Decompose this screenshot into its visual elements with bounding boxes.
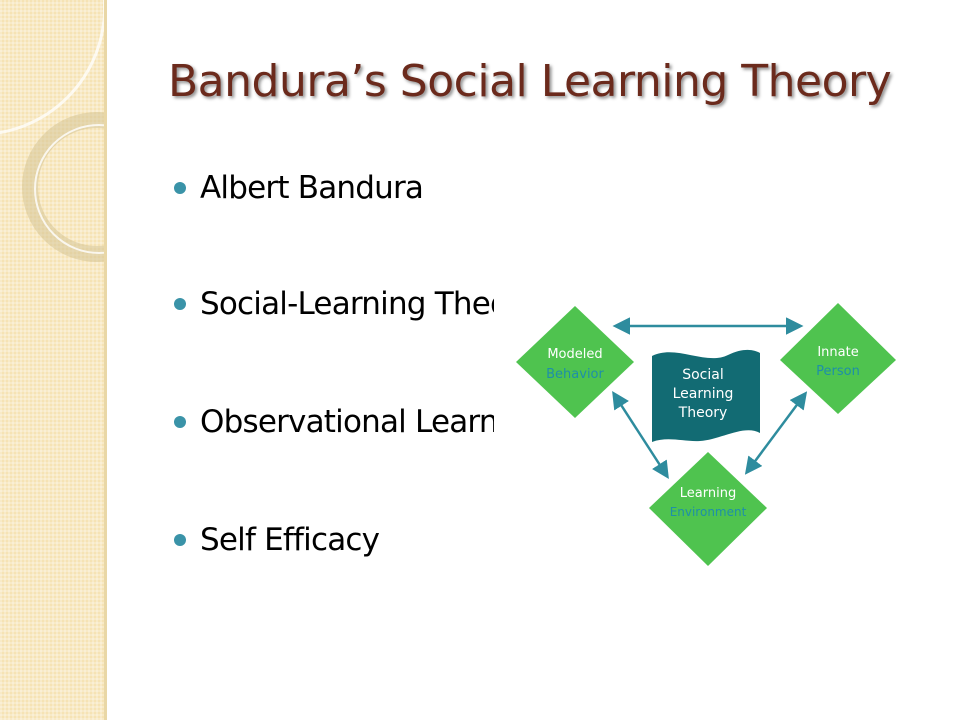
bullet-item: Social-Learning Theory	[174, 286, 494, 322]
node-innate-person	[780, 303, 896, 414]
bullet-item: Self Efficacy	[174, 522, 380, 558]
node-learning-line1: Learning	[680, 486, 736, 501]
center-label-line: Social	[682, 367, 724, 383]
bullet-text: Social-Learning Theory	[200, 286, 494, 322]
node-innate-line2: Person	[816, 364, 860, 379]
node-modeled-line2: Behavior	[546, 367, 604, 382]
bullet-dot-icon	[174, 534, 186, 546]
bullet-text: Albert Bandura	[200, 170, 424, 206]
bullet-text: Self Efficacy	[200, 522, 380, 558]
side-divider	[104, 0, 107, 720]
bullet-dot-icon	[174, 416, 186, 428]
bullet-text: Observational Learning	[200, 404, 494, 440]
node-learning-environment	[649, 452, 767, 566]
slide-title: Bandura’s Social Learning Theory	[168, 56, 892, 107]
center-label-line: Learning	[673, 386, 734, 402]
node-modeled-line1: Modeled	[547, 347, 602, 362]
arrow-modeled-learning	[612, 391, 669, 479]
bullet-dot-icon	[174, 182, 186, 194]
node-innate-line1: Innate	[817, 345, 858, 360]
node-modeled-behavior	[516, 306, 634, 418]
social-learning-diagram: Social Learning Theory Modeled Behavior …	[516, 303, 896, 566]
bullet-list: Albert Bandura Social-Learning Theory Ob…	[174, 160, 494, 600]
arrow-learning-innate	[744, 391, 808, 475]
node-learning-line2: Environment	[670, 505, 747, 519]
bullet-item: Albert Bandura	[174, 170, 424, 206]
center-label-line: Theory	[678, 405, 728, 421]
decorative-side-band	[0, 0, 104, 720]
center-banner-shape	[652, 349, 760, 442]
bullet-item: Observational Learning	[174, 404, 494, 440]
bullet-dot-icon	[174, 298, 186, 310]
